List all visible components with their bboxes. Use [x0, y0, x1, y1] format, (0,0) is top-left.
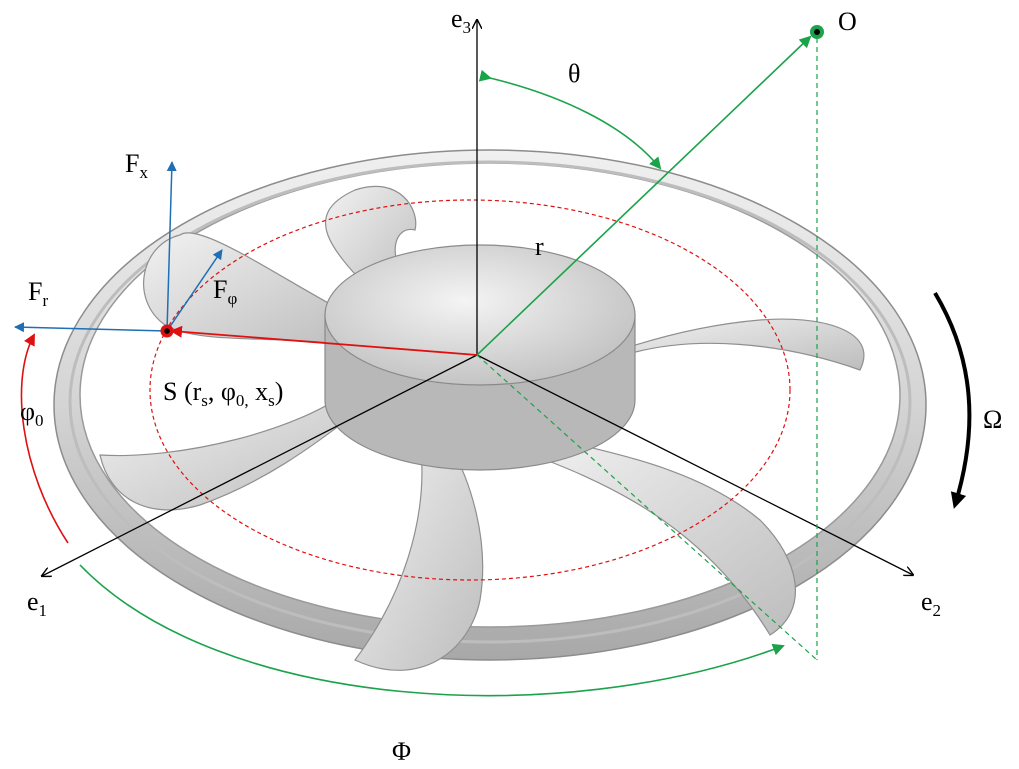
label-omega: Ω	[983, 405, 1002, 434]
fan-blade	[609, 318, 865, 371]
label-phi: Φ	[392, 737, 411, 766]
label-e3: e3	[451, 4, 471, 37]
phi0-arc	[20, 333, 69, 544]
phi-azimuth-arc	[79, 564, 785, 697]
source-point-center	[164, 328, 170, 334]
observer-radius-vector	[476, 35, 812, 356]
fan-blades	[99, 185, 865, 671]
source-geometry	[20, 325, 478, 544]
rotation-arrow	[933, 291, 972, 509]
fan-blade	[99, 389, 361, 511]
label-e2: e2	[921, 587, 941, 620]
label-fx: Fx	[125, 149, 148, 182]
coordinate-axes	[42, 20, 913, 576]
label-source: S (rs, φ0, xs)	[163, 377, 283, 410]
axis-e1	[42, 354, 478, 576]
source-radius-circle	[149, 199, 791, 581]
label-fphi: Fφ	[213, 275, 237, 308]
label-observer: O	[838, 7, 857, 36]
label-fr: Fr	[28, 277, 48, 310]
force-fx-arrow	[166, 161, 177, 332]
label-r: r	[535, 232, 544, 261]
force-fphi-arrow	[166, 249, 223, 332]
label-theta: θ	[568, 59, 580, 88]
fan-hub-top	[324, 244, 636, 386]
fan-blade	[354, 439, 484, 671]
observer-geometry	[79, 25, 824, 697]
label-e1: e1	[27, 587, 47, 620]
observer-point-center	[814, 29, 820, 35]
axis-e2	[476, 354, 913, 575]
force-vectors	[14, 161, 223, 333]
fan-illustration	[53, 149, 927, 671]
theta-arc	[478, 69, 662, 170]
label-phi0: φ0	[20, 397, 44, 430]
source-radius-vector	[170, 325, 478, 356]
observer-ground-projection	[476, 354, 818, 661]
fan-blade	[143, 232, 361, 346]
force-fr-arrow	[14, 322, 168, 333]
